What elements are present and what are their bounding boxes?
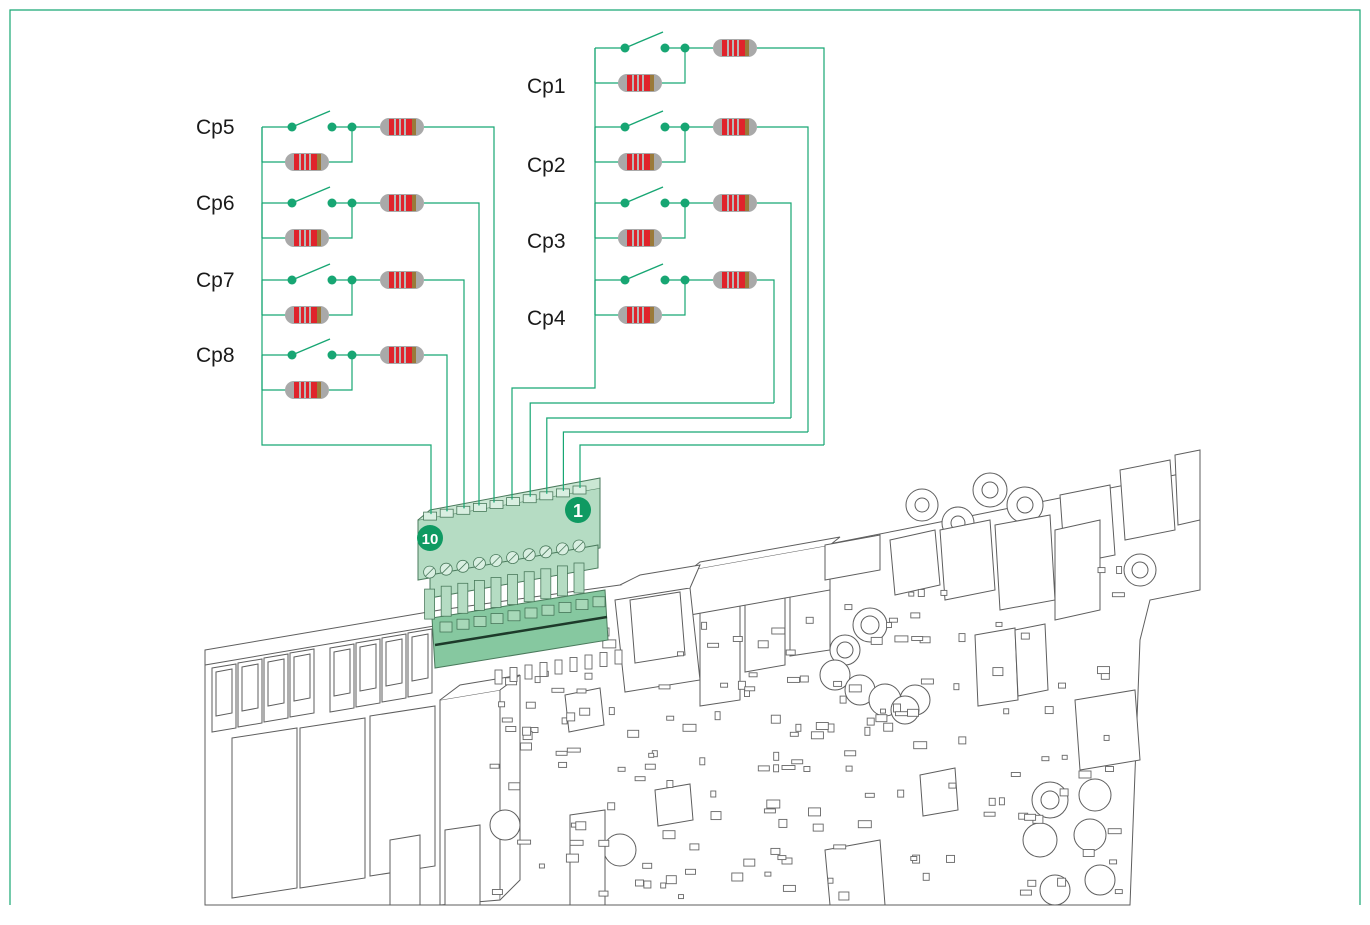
switch-icon <box>624 186 664 204</box>
switch-resistor-network-cp4 <box>618 263 757 324</box>
circuit-label-cp2: Cp2 <box>527 154 566 177</box>
terminal-pin-badge-1: 1 <box>565 497 591 523</box>
circuit-label-cp7: Cp7 <box>196 269 235 292</box>
resistor-icon <box>618 306 662 324</box>
resistor-icon <box>713 194 757 212</box>
switch-resistor-network-cp3 <box>618 186 757 247</box>
switch-resistor-network-cp5 <box>285 110 424 171</box>
resistor-icon <box>380 194 424 212</box>
circuit-label-cp3: Cp3 <box>527 230 566 253</box>
resistor-icon <box>285 306 329 324</box>
board-connectors-left <box>211 628 436 899</box>
terminal-block-icon <box>417 477 601 620</box>
board-header-connector <box>431 589 609 669</box>
switch-resistor-network-cp7 <box>285 263 424 324</box>
switch-icon <box>624 263 664 281</box>
board-smd-components <box>489 566 1125 901</box>
frame-border <box>9 9 1361 905</box>
resistor-icon <box>380 271 424 289</box>
switch-icon <box>291 110 331 128</box>
circuit-label-cp8: Cp8 <box>196 344 235 367</box>
wiring <box>261 47 825 515</box>
switch-icon <box>624 110 664 128</box>
circuit-label-cp4: Cp4 <box>527 307 566 330</box>
resistor-icon <box>713 271 757 289</box>
switch-icon <box>624 31 664 49</box>
resistor-icon <box>713 118 757 136</box>
circuit-label-cp1: Cp1 <box>527 75 566 98</box>
circuit-label-cp5: Cp5 <box>196 116 235 139</box>
switch-icon <box>291 263 331 281</box>
resistor-icon <box>285 229 329 247</box>
resistor-icon <box>618 229 662 247</box>
resistor-icon <box>285 381 329 399</box>
switch-resistor-networks <box>285 31 757 399</box>
circuit-label-cp6: Cp6 <box>196 192 235 215</box>
switch-resistor-network-cp6 <box>285 186 424 247</box>
resistor-icon <box>285 153 329 171</box>
switch-resistor-network-cp8 <box>285 338 424 399</box>
switch-icon <box>291 338 331 356</box>
terminal-pin-last-label: 10 <box>422 531 439 548</box>
resistor-icon <box>713 39 757 57</box>
switch-resistor-network-cp2 <box>618 110 757 171</box>
circuit-board-illustration <box>204 449 1201 906</box>
resistor-icon <box>618 153 662 171</box>
resistor-icon <box>380 346 424 364</box>
terminal-pin-first-label: 1 <box>573 501 583 521</box>
resistor-icon <box>380 118 424 136</box>
switch-icon <box>291 186 331 204</box>
switch-resistor-network-cp1 <box>618 31 757 92</box>
resistor-icon <box>618 74 662 92</box>
terminal-pin-badge-10: 10 <box>417 525 443 551</box>
